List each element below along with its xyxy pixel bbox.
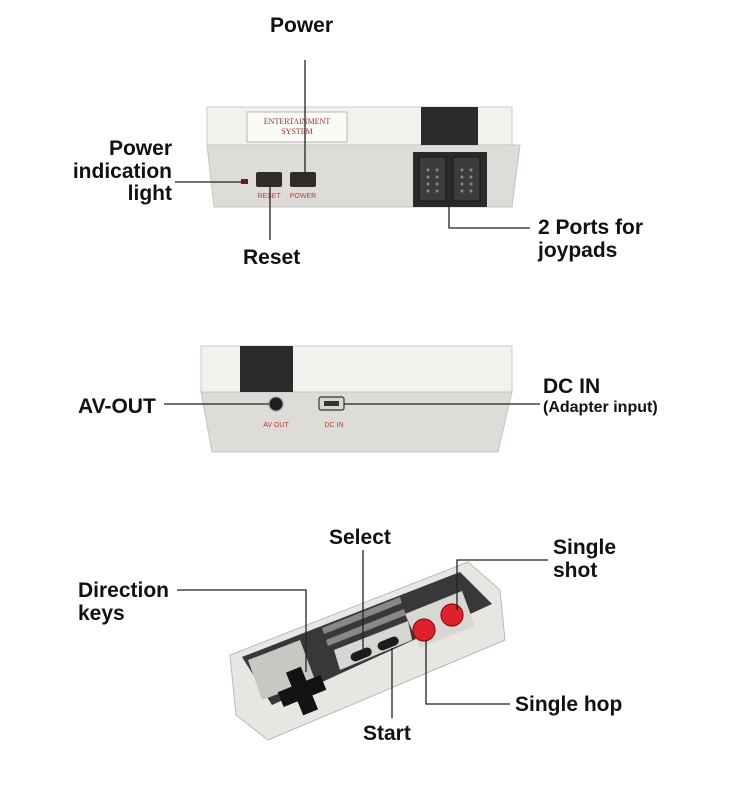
console-front: ENTERTAINMENT SYSTEM RESET POWER — [175, 60, 530, 240]
callout-ports-line2: joypads — [538, 239, 618, 262]
sticker-text-line1: ENTERTAINMENT — [264, 117, 331, 126]
joypad-port-1 — [418, 156, 447, 202]
callout-power-light-line2: indication — [72, 160, 172, 183]
power-indicator-light — [241, 179, 248, 184]
console-label-sticker — [246, 111, 348, 143]
b-button[interactable] — [412, 618, 436, 642]
callout-ports-line1: 2 Ports for — [538, 216, 644, 239]
callout-power-light-line3: light — [127, 182, 172, 205]
power-print: POWER — [290, 193, 316, 200]
select-button[interactable] — [349, 646, 373, 663]
callout-direction-line2: keys — [78, 602, 125, 625]
back-dark-block — [240, 346, 293, 392]
gamepad — [177, 550, 548, 741]
callout-reset: Reset — [243, 246, 301, 269]
joypad-port-2 — [452, 156, 481, 202]
sticker-text-line2: SYSTEM — [281, 127, 313, 136]
leader-single-shot — [456, 559, 548, 610]
port-block — [421, 107, 478, 145]
callout-power: Power — [270, 14, 334, 37]
reset-button[interactable] — [256, 172, 282, 187]
callout-start: Start — [363, 722, 411, 745]
callout-single-shot-line1: Single — [553, 536, 617, 559]
a-button[interactable] — [440, 603, 464, 627]
callout-dc-in-sub: (Adapter input) — [543, 399, 658, 416]
callout-select: Select — [329, 526, 391, 549]
callout-single-hop: Single hop — [515, 693, 623, 716]
leader-ports — [448, 200, 530, 229]
callout-dc-in: DC IN — [543, 375, 601, 398]
power-button[interactable] — [290, 172, 316, 187]
dc-in-print: DC IN — [324, 422, 343, 429]
callout-av-out: AV-OUT — [78, 395, 156, 418]
callout-single-shot-line2: shot — [553, 559, 598, 582]
callout-direction-line1: Direction — [78, 579, 170, 602]
leader-single-hop — [425, 640, 510, 705]
leader-direction — [177, 589, 307, 672]
av-out-print: AV OUT — [263, 422, 289, 429]
start-button[interactable] — [376, 635, 400, 652]
av-out-jack — [268, 396, 284, 412]
console-back: AV OUT DC IN — [164, 345, 540, 453]
callout-power-light-line1: Power — [108, 137, 172, 160]
direction-pad[interactable] — [277, 666, 327, 716]
